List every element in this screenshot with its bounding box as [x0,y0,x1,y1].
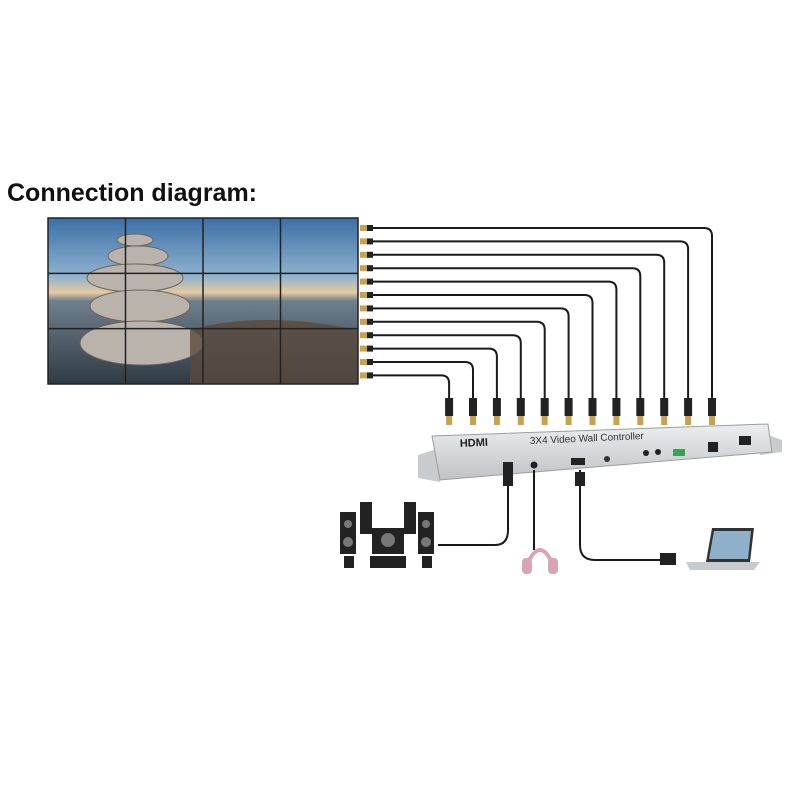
device-hdmi-connector [589,416,596,425]
hdmi-cable [372,240,690,400]
wall-connector-boot [367,225,373,231]
hdmi-cable [372,334,522,400]
device-hdmi-plug [492,398,501,416]
power-switch [739,436,751,445]
wall-hdmi-connector [360,251,368,258]
laptop-icon [686,528,760,570]
wall-hdmi-connector [360,292,368,298]
wall-connector-boot [367,332,373,339]
hdmi-cable [372,320,546,400]
video-wall-bezels [47,217,359,385]
hdmi-input-port [571,458,585,465]
device-hdmi-plug [445,398,454,416]
device-hdmi-plug [636,398,645,416]
device-hdmi-connector [541,416,548,425]
device-hdmi-connector [637,416,644,425]
wall-hdmi-connector [360,225,368,231]
video-wall [47,217,359,385]
device-hdmi-plug [612,398,621,416]
device-hdmi-plug [469,398,477,416]
device-label: 3X4 Video Wall Controller [530,431,645,447]
device-hdmi-plug [540,398,549,416]
wall-connector-boot [367,305,373,312]
video-wall-controller: HDMI 3X4 Video Wall Controller [418,423,782,482]
wall-connector-boot [367,278,373,285]
wall-hdmi-connector [360,305,368,312]
wall-connector-boot [367,292,373,298]
wall-connector-boot [367,251,373,258]
device-hdmi-plug [708,398,716,416]
audio-out-port [503,462,513,472]
device-hdmi-connector [470,416,476,425]
ir-port [604,456,610,462]
wall-connector-boot [367,372,373,379]
device-hdmi-connector [565,416,572,425]
wall-connector-boot [367,318,373,325]
device-hdmi-connector [685,416,692,425]
wall-hdmi-connector [360,238,368,245]
device-hdmi-plug [588,398,597,416]
hdmi-cable [372,253,666,400]
device-hdmi-connector [661,416,668,425]
hdmi-cable [372,347,498,400]
wall-hdmi-connector [360,359,368,365]
device-hdmi-plug [516,398,525,416]
wall-hdmi-connector [360,372,368,379]
device-hdmi-connector [493,416,500,425]
wall-connector-boot [367,359,373,365]
rs232-terminal [673,449,685,456]
hdmi-output-cables [360,225,716,425]
wall-connector-boot [367,345,373,352]
hdmi-cable [372,307,570,400]
wall-hdmi-connector [360,278,368,285]
button-2 [655,449,661,455]
device-hdmi-plug [660,398,669,416]
wall-connector-boot [367,265,373,272]
hdmi-cable [372,267,642,400]
mounting-ear-left [418,448,440,482]
device-hdmi-connector [517,416,524,425]
hdmi-cable [372,227,713,400]
power-port [708,442,718,452]
device-hdmi-plug [684,398,693,416]
hdmi-cable [372,361,474,400]
bottom-cables [438,470,676,565]
wall-hdmi-connector [360,345,368,352]
device-hdmi-plug [564,398,573,416]
hdmi-cable [372,294,594,400]
device-hdmi-connector [446,416,453,425]
stacked-stones-image [79,233,205,366]
hdmi-cable [372,280,618,400]
speaker-system-icon [340,502,434,568]
button-1 [643,450,649,456]
headphones-icon [522,548,558,574]
device-hdmi-connector [709,416,715,425]
hdmi-logo: HDMI [460,437,489,450]
wall-hdmi-connector [360,265,368,272]
wall-hdmi-connector [360,318,368,325]
page-title: Connection diagram: [7,179,258,207]
device-hdmi-connector [613,416,620,425]
wall-hdmi-connector [360,332,368,339]
hdmi-cable [372,374,451,400]
headphone-port [530,461,538,469]
wall-connector-boot [367,238,373,245]
